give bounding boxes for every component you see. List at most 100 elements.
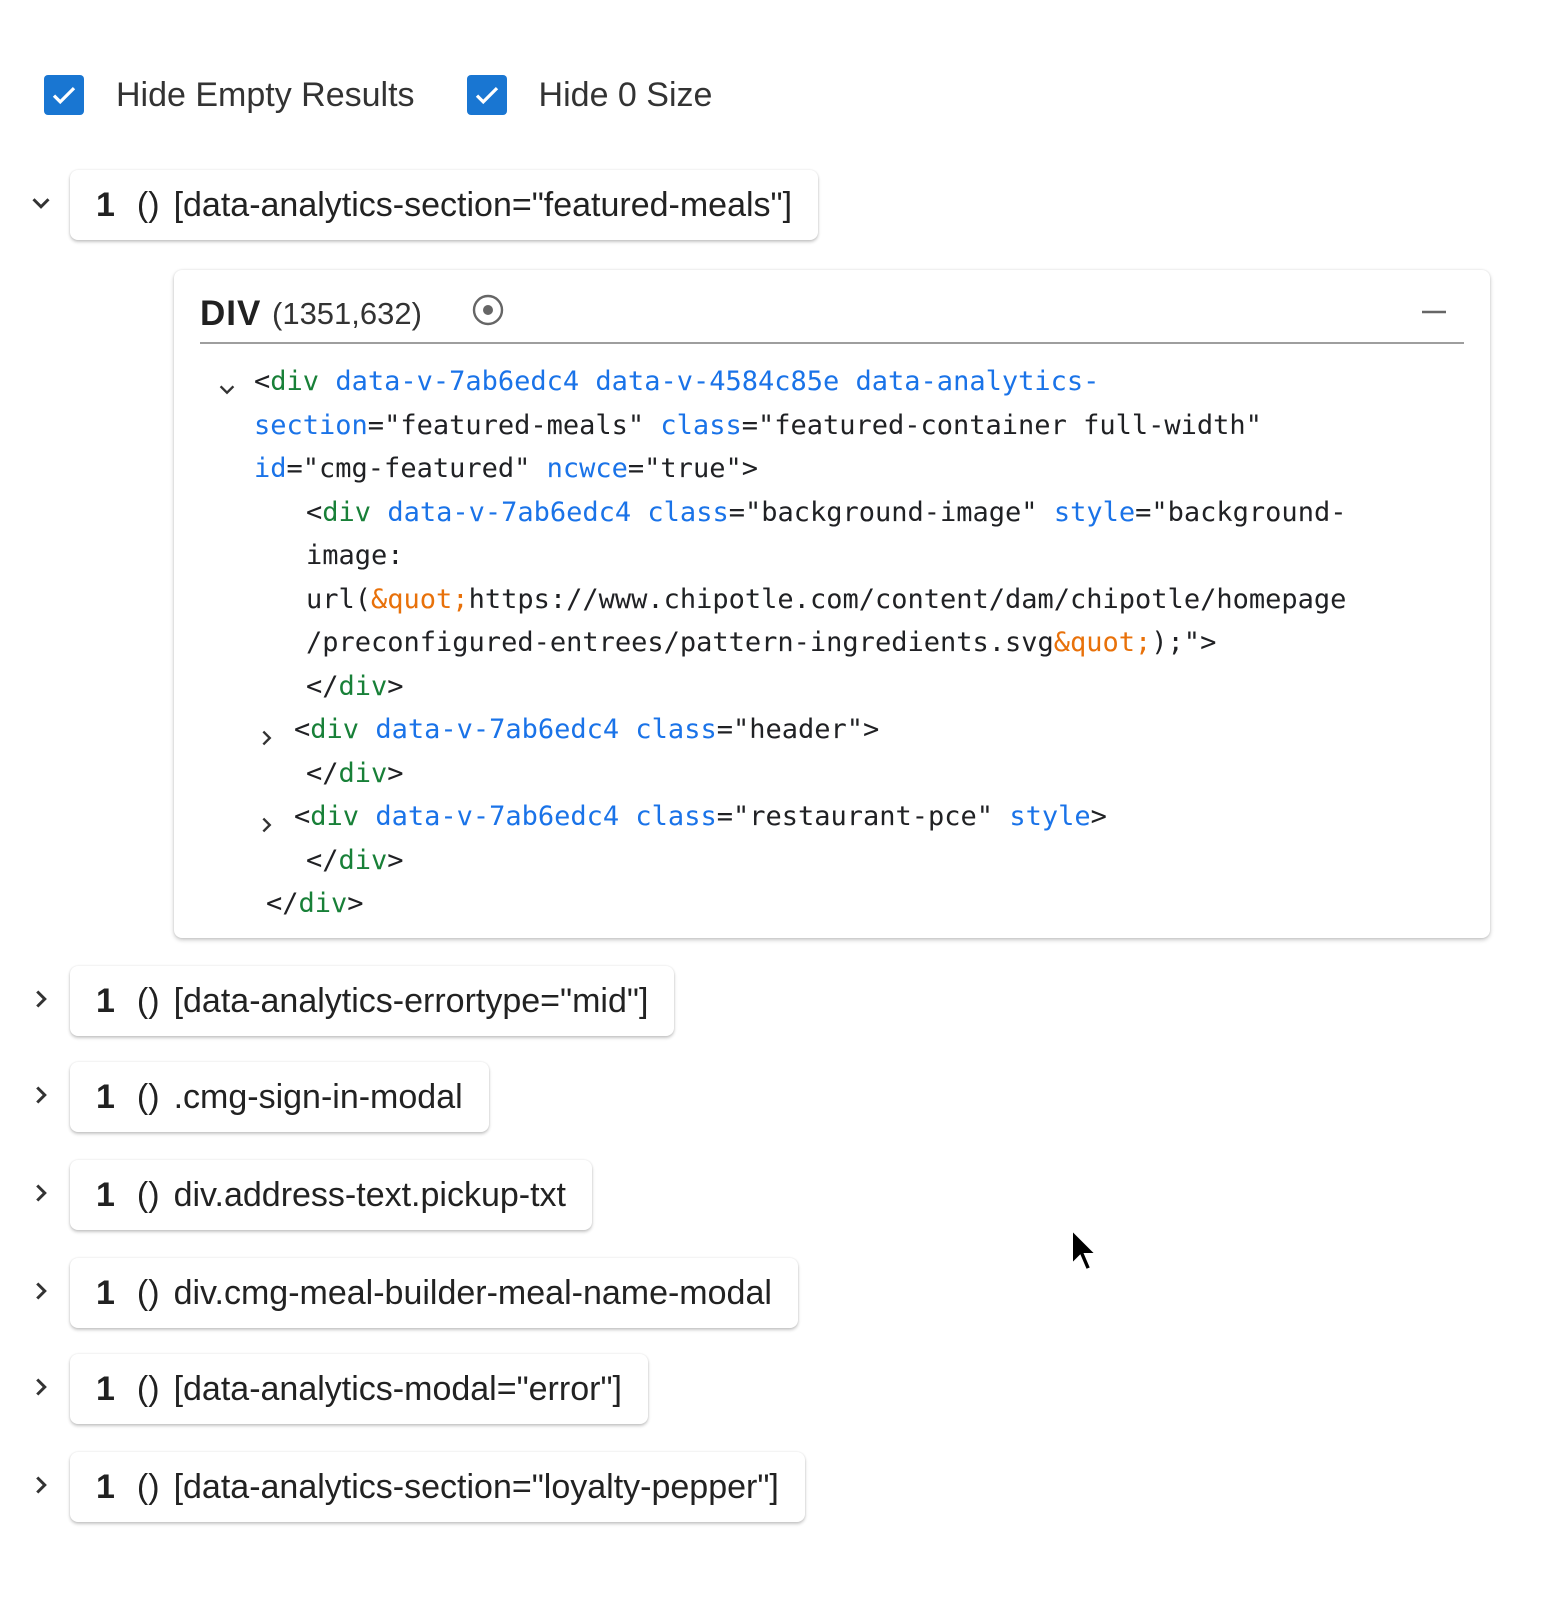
code-tag: div [322, 496, 372, 528]
chevron-right-icon[interactable] [26, 1178, 56, 1208]
chevron-right-icon[interactable] [26, 1470, 56, 1500]
chevron-down-icon[interactable] [216, 371, 238, 395]
chevron-right-icon[interactable] [26, 1276, 56, 1306]
chevron-right-icon[interactable] [26, 1372, 56, 1402]
chevron-right-icon[interactable] [26, 1080, 56, 1110]
code-line: <div data-v-7ab6edc4 data-v-4584c85e dat… [204, 360, 1470, 404]
result-chip[interactable]: 1 () [data-analytics-section="loyalty-pe… [70, 1452, 805, 1522]
code-attr: data-analytics- [855, 366, 1100, 397]
result-count: 1 [96, 1077, 115, 1116]
code-attr: section [254, 409, 368, 441]
hide-zero-size-label: Hide 0 Size [538, 75, 713, 114]
code-attr: class [635, 801, 717, 832]
element-size: (1351,632) [272, 296, 422, 331]
element-detail-card: DIV (1351,632) <div data-v-7ab6edc4 data… [174, 270, 1490, 938]
code-tag: div [310, 801, 360, 832]
hide-empty-results-label: Hide Empty Results [116, 75, 415, 114]
result-selector: div.address-text.pickup-txt [173, 1175, 566, 1214]
result-parens: () [136, 981, 160, 1020]
code-attr: class [660, 409, 742, 441]
code-value: "cmg-featured" [302, 453, 531, 484]
code-value: "featured-meals" [384, 409, 645, 441]
code-attr: style [1053, 496, 1136, 528]
code-line: <div data-v-7ab6edc4 class="restaurant-p… [204, 795, 1470, 839]
hide-zero-size-checkbox[interactable]: Hide 0 Size [466, 75, 713, 115]
result-parens: () [136, 1077, 160, 1116]
result-chip[interactable]: 1 () .cmg-sign-in-modal [70, 1062, 489, 1132]
result-count: 1 [96, 1369, 115, 1408]
mouse-cursor-icon [1070, 1227, 1100, 1274]
code-value: https://www.chipotle.com/content/dam/chi… [468, 583, 1347, 615]
result-count: 1 [96, 1175, 115, 1214]
code-attr: data-v-4584c85e [595, 366, 840, 397]
checkbox-checked-icon[interactable] [44, 75, 84, 115]
filter-bar: Hide Empty Results Hide 0 Size [44, 70, 764, 120]
result-selector: [data-analytics-section="featured-meals"… [173, 185, 793, 224]
chevron-down-icon[interactable] [26, 188, 56, 218]
code-value: "header" [732, 714, 864, 745]
code-value: "featured-container full-width" [757, 409, 1262, 441]
code-attr: data-v-7ab6edc4 [375, 801, 620, 832]
result-chip[interactable]: 1 () [data-analytics-modal="error"] [70, 1354, 648, 1424]
minus-icon[interactable] [1414, 292, 1454, 332]
code-value: "background-image" [744, 496, 1038, 528]
code-value: "true" [644, 453, 742, 484]
code-tag: div [338, 844, 388, 876]
result-count: 1 [96, 1273, 115, 1312]
chevron-right-icon[interactable] [256, 806, 278, 833]
card-header: DIV (1351,632) [200, 288, 1464, 344]
target-icon[interactable] [470, 292, 506, 328]
result-selector: [data-analytics-errortype="mid"] [173, 981, 649, 1020]
result-chip[interactable]: 1 () div.cmg-meal-builder-meal-name-moda… [70, 1258, 798, 1328]
code-line: </div> [306, 844, 404, 876]
checkbox-checked-icon[interactable] [466, 75, 507, 115]
code-value: );" [1151, 627, 1201, 658]
result-parens: () [136, 185, 160, 224]
code-attr: id [254, 453, 287, 484]
code-value: /preconfigured-entrees/pattern-ingredien… [306, 627, 1054, 658]
result-parens: () [136, 1273, 160, 1312]
chevron-right-icon[interactable] [256, 719, 278, 746]
code-line: section="featured-meals" class="featured… [254, 409, 1262, 441]
result-count: 1 [96, 185, 115, 224]
result-count: 1 [96, 981, 115, 1020]
code-tag: div [338, 757, 388, 789]
code-line: image: [204, 534, 1470, 578]
code-value: image: [306, 540, 404, 571]
code-attr: style [1009, 801, 1091, 832]
code-attr: data-v-7ab6edc4 [387, 496, 632, 528]
code-line: </div> [266, 888, 364, 919]
code-line: id="cmg-featured" ncwce="true"> [254, 453, 758, 484]
code-attr: data-v-7ab6edc4 [375, 714, 620, 745]
element-tag-name: DIV [200, 294, 262, 333]
result-chip[interactable]: 1 () div.address-text.pickup-txt [70, 1160, 592, 1230]
code-tag: div [270, 366, 320, 397]
code-line: <div data-v-7ab6edc4 class="header"> [204, 708, 1470, 752]
result-chip[interactable]: 1 () [data-analytics-errortype="mid"] [70, 966, 675, 1036]
code-attr: class [635, 714, 717, 745]
result-selector: [data-analytics-modal="error"] [173, 1369, 622, 1408]
code-view: <div data-v-7ab6edc4 data-v-4584c85e dat… [204, 360, 1470, 926]
result-parens: () [136, 1369, 160, 1408]
result-chip[interactable]: 1 () [data-analytics-section="featured-m… [70, 170, 819, 240]
code-value: "background- [1151, 496, 1347, 528]
code-value: url( [306, 583, 372, 615]
hide-empty-results-checkbox[interactable]: Hide Empty Results [44, 75, 415, 115]
code-entity: &quot; [1053, 627, 1152, 658]
code-line: </div> [306, 757, 404, 789]
code-attr: data-v-7ab6edc4 [335, 366, 580, 397]
code-tag: div [338, 670, 388, 702]
code-line: </div> [306, 670, 404, 702]
code-tag: div [298, 888, 348, 919]
code-value: "restaurant-pce" [732, 801, 994, 832]
result-selector: [data-analytics-section="loyalty-pepper"… [173, 1467, 779, 1506]
code-entity: &quot; [371, 583, 469, 615]
result-parens: () [136, 1175, 160, 1214]
code-line: url(&quot;https://www.chipotle.com/conte… [204, 578, 1470, 622]
result-selector: .cmg-sign-in-modal [173, 1077, 463, 1116]
result-selector: div.cmg-meal-builder-meal-name-modal [173, 1273, 772, 1312]
code-line: <div data-v-7ab6edc4 class="background-i… [306, 496, 1347, 528]
chevron-right-icon[interactable] [26, 984, 56, 1014]
code-line: /preconfigured-entrees/pattern-ingredien… [306, 627, 1217, 658]
result-count: 1 [96, 1467, 115, 1506]
